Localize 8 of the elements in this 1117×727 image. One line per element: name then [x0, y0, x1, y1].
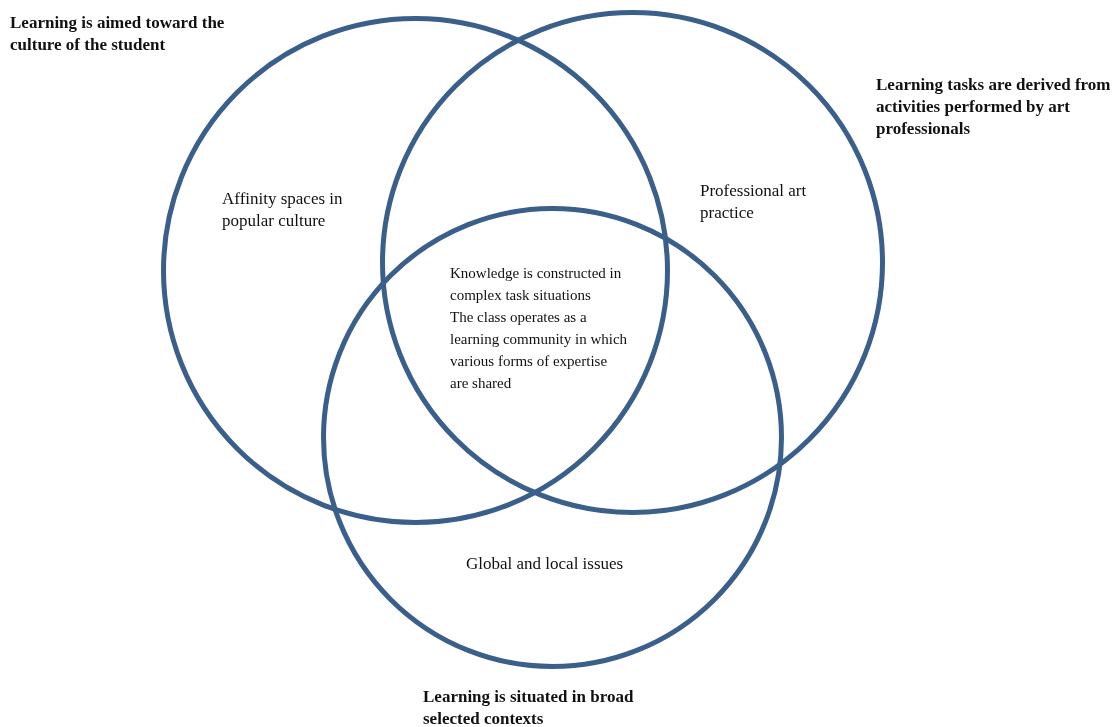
intersection-text: The class operates as a learning community in which various forms of expertise are shared	[450, 308, 628, 393]
set-label: Global and local issues	[466, 553, 625, 575]
set-label: Affinity spaces in popular culture	[222, 188, 344, 232]
set-label: Professional art practice	[700, 180, 808, 224]
set-heading: Learning is situated in broad selected contexts	[423, 686, 635, 727]
set-heading: Learning tasks are derived from activities performed by art professionals	[876, 74, 1112, 140]
intersection-text: Knowledge is constructed in complex task situations	[450, 264, 623, 305]
set-heading: Learning is aimed toward the culture of the student	[10, 12, 226, 56]
